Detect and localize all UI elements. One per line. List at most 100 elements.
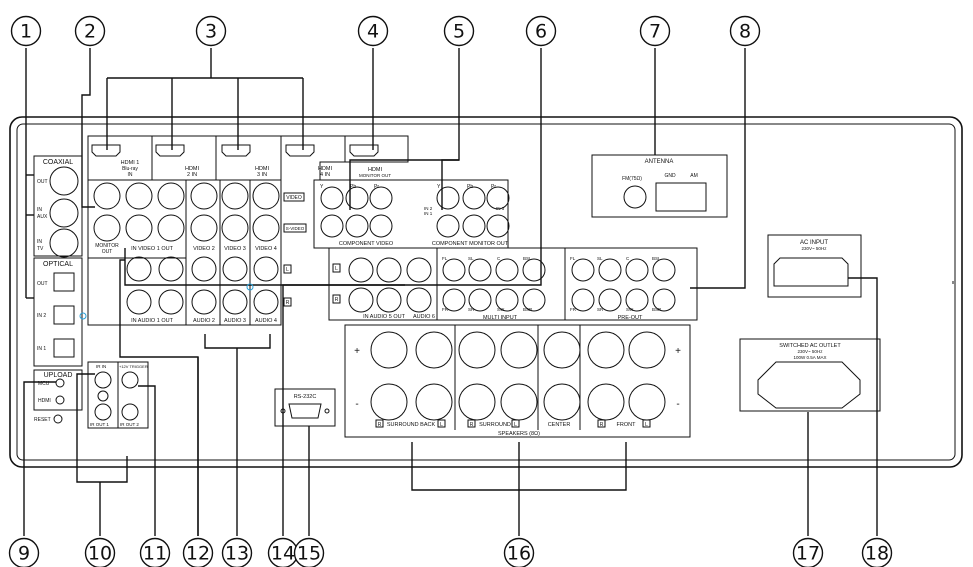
audio-jack xyxy=(126,289,152,315)
svg-text:Pr: Pr xyxy=(491,184,496,190)
ac-input-rating: 230V~ 50Hz xyxy=(802,246,828,251)
svg-text:Blu-ray: Blu-ray xyxy=(122,166,138,172)
svg-text:+12V TRIGGER: +12V TRIGGER xyxy=(119,364,148,369)
svg-text:Pr: Pr xyxy=(374,184,379,190)
component-monitor-label: COMPONENT MONITOR OUT xyxy=(432,241,509,247)
svideo-jack xyxy=(125,214,153,242)
audio-jack xyxy=(158,256,184,282)
pre-out-jack xyxy=(625,288,649,312)
svg-text:FL: FL xyxy=(442,256,448,261)
callout-11: 11 xyxy=(139,537,171,567)
svg-text:SW: SW xyxy=(626,307,634,312)
svg-text:-: - xyxy=(355,399,358,410)
speaker-terminal-minus xyxy=(587,383,625,421)
speaker-terminal-plus xyxy=(587,331,625,369)
callout-10: 10 xyxy=(84,537,116,567)
callout-number: 9 xyxy=(18,543,30,565)
callout-17: 17 xyxy=(792,537,824,567)
svg-text:IR OUT 1: IR OUT 1 xyxy=(90,422,109,427)
svg-text:FL: FL xyxy=(570,256,576,261)
callout-number: 2 xyxy=(84,21,96,43)
component-jack xyxy=(320,214,344,238)
svg-text:HDMI 1: HDMI 1 xyxy=(121,160,140,166)
svg-text:3 IN: 3 IN xyxy=(257,172,267,178)
video-jack xyxy=(93,182,121,210)
svg-text:TV: TV xyxy=(37,246,44,252)
upload-reset-label: RESET xyxy=(34,417,51,423)
callout-12: 12 xyxy=(182,537,214,567)
multi-input-jack xyxy=(468,258,492,282)
speaker-terminal-plus xyxy=(370,331,408,369)
component-jack xyxy=(462,214,486,238)
upload-mcu-label: MCU xyxy=(38,381,50,387)
speaker-terminal-minus xyxy=(415,383,453,421)
component-jack xyxy=(486,186,510,210)
svg-text:2 IN: 2 IN xyxy=(187,172,197,178)
svg-text:R: R xyxy=(470,422,474,428)
video-jack xyxy=(252,182,280,210)
svideo-jack xyxy=(221,214,249,242)
svg-text:C: C xyxy=(626,256,630,261)
audio-jack xyxy=(348,257,374,283)
chassis-outer xyxy=(9,116,963,468)
pre-out-jack xyxy=(652,258,676,282)
callout-7: 7 xyxy=(639,15,671,47)
callout-number: 11 xyxy=(143,543,167,565)
svg-text:4 IN: 4 IN xyxy=(320,172,330,178)
audio3-label: AUDIO 3 xyxy=(224,318,246,324)
svg-text:+: + xyxy=(675,346,681,357)
pre-out-jack xyxy=(625,258,649,282)
svg-text:BSL: BSL xyxy=(652,256,661,261)
svg-text:L: L xyxy=(335,266,338,272)
svg-text:IN 1: IN 1 xyxy=(424,211,433,216)
rs232-section: RS-232C xyxy=(274,388,336,427)
svg-text:IN: IN xyxy=(128,172,133,178)
callout-16: 16 xyxy=(503,537,535,567)
component-jack xyxy=(462,186,486,210)
callout-18: 18 xyxy=(861,537,893,567)
svg-text:Y: Y xyxy=(437,184,441,190)
callout-15: 15 xyxy=(293,537,325,567)
callout-number: 14 xyxy=(271,543,295,565)
callout-number: 16 xyxy=(507,543,531,565)
multi-input-jack xyxy=(522,258,546,282)
svideo-jack xyxy=(93,214,121,242)
audio-jack xyxy=(406,287,432,313)
callout-number: 13 xyxy=(225,543,249,565)
video2-label: VIDEO 2 xyxy=(193,246,215,252)
speaker-terminal-plus xyxy=(458,331,496,369)
rs232-label: RS-232C xyxy=(294,394,317,400)
svideo-tag: S-VIDEO xyxy=(286,226,305,231)
svg-text:SR: SR xyxy=(468,307,475,312)
upload-hdmi-label: HDMI xyxy=(38,398,51,404)
svg-text:BSR: BSR xyxy=(523,307,533,312)
coaxial-out-label: OUT xyxy=(37,179,48,185)
component-video-label: COMPONENT VIDEO xyxy=(339,241,394,247)
audio-jack xyxy=(348,287,374,313)
audio-jack xyxy=(191,289,217,315)
antenna-gnd-label: GND xyxy=(664,173,676,179)
svg-text:C: C xyxy=(497,256,501,261)
surround-back-label: SURROUND BACK xyxy=(387,422,436,428)
svg-text:HDMI: HDMI xyxy=(185,166,200,172)
component-jack xyxy=(369,186,393,210)
pre-out-jack xyxy=(571,288,595,312)
svg-text:IN: IN xyxy=(37,239,42,245)
svg-text:L: L xyxy=(645,422,648,428)
svg-text:FR: FR xyxy=(442,307,449,312)
audio-jack xyxy=(376,257,402,283)
optical-title: OPTICAL xyxy=(43,261,73,268)
ac-input-section: AC INPUT 230V~ 50Hz xyxy=(767,234,862,298)
callout-4: 4 xyxy=(357,15,389,47)
callout-number: 6 xyxy=(535,21,547,43)
callout-2: 2 xyxy=(74,15,106,47)
svg-text:Y: Y xyxy=(320,184,324,190)
component-jack xyxy=(345,186,369,210)
svg-text:MONITOR: MONITOR xyxy=(95,243,119,249)
svg-text:IR IN: IR IN xyxy=(96,364,106,369)
audio-jack xyxy=(158,289,184,315)
